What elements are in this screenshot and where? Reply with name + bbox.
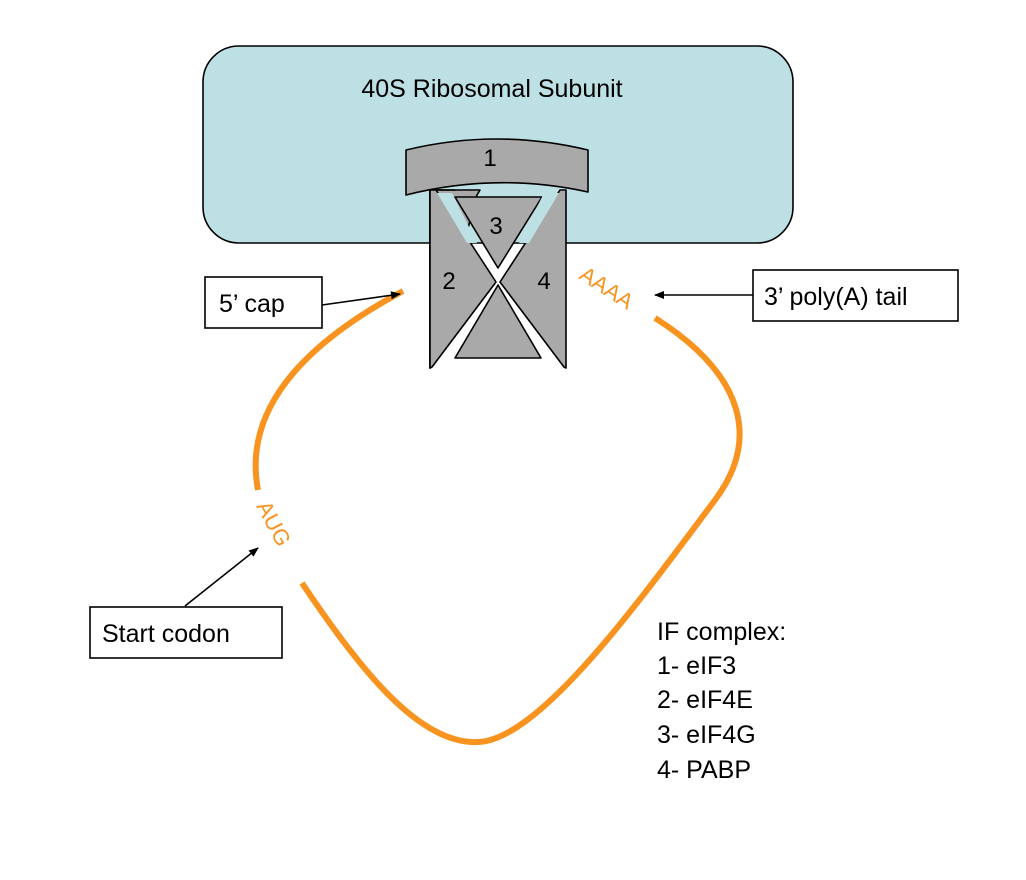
callout-5-cap-box bbox=[204, 276, 323, 329]
gap-tint-left bbox=[437, 193, 477, 243]
legend-title: IF complex: bbox=[657, 618, 786, 646]
mrna-3prime-segment bbox=[299, 315, 743, 746]
if-complex: 1 2 3 4 bbox=[405, 138, 589, 369]
mrna-5prime-segment bbox=[252, 288, 405, 491]
factor-4 bbox=[499, 189, 567, 369]
legend-item: 3- eIF4G bbox=[657, 721, 756, 749]
callout-5-cap-label: 5’ cap bbox=[219, 290, 285, 318]
callout-start-arrow bbox=[184, 547, 259, 607]
ribosome-title: 40S Ribosomal Subunit bbox=[361, 75, 622, 103]
factor-1-label: 1 bbox=[483, 145, 496, 172]
callout-start-box bbox=[89, 606, 283, 659]
callout-5-cap: 5’ cap bbox=[204, 276, 401, 329]
factor-3-top bbox=[454, 196, 543, 269]
start-codon-sequence: AUG bbox=[252, 497, 296, 551]
callout-start-label: Start codon bbox=[102, 620, 230, 648]
callout-5-cap-arrow bbox=[321, 291, 401, 306]
if-complex-legend: IF complex: 1- eIF3 2- eIF4E 3- eIF4G 4-… bbox=[657, 618, 786, 784]
factor-4-label: 4 bbox=[537, 268, 550, 295]
factor-1 bbox=[405, 138, 589, 196]
gap-tint-right bbox=[519, 193, 559, 243]
callout-polya-box bbox=[752, 269, 959, 322]
factor-3-label: 3 bbox=[489, 213, 502, 240]
legend-item: 1- eIF3 bbox=[657, 652, 736, 680]
factor-3-bottom bbox=[454, 284, 542, 359]
callout-start-codon: Start codon bbox=[89, 547, 283, 659]
polya-sequence: AAAA bbox=[575, 261, 638, 314]
callout-polya-label: 3’ poly(A) tail bbox=[764, 283, 908, 311]
factor-2 bbox=[429, 189, 497, 369]
factor-2-label: 2 bbox=[442, 268, 455, 295]
callout-polya-tail: 3’ poly(A) tail bbox=[654, 269, 959, 322]
legend-item: 4- PABP bbox=[657, 756, 751, 784]
legend-item: 2- eIF4E bbox=[657, 686, 753, 714]
